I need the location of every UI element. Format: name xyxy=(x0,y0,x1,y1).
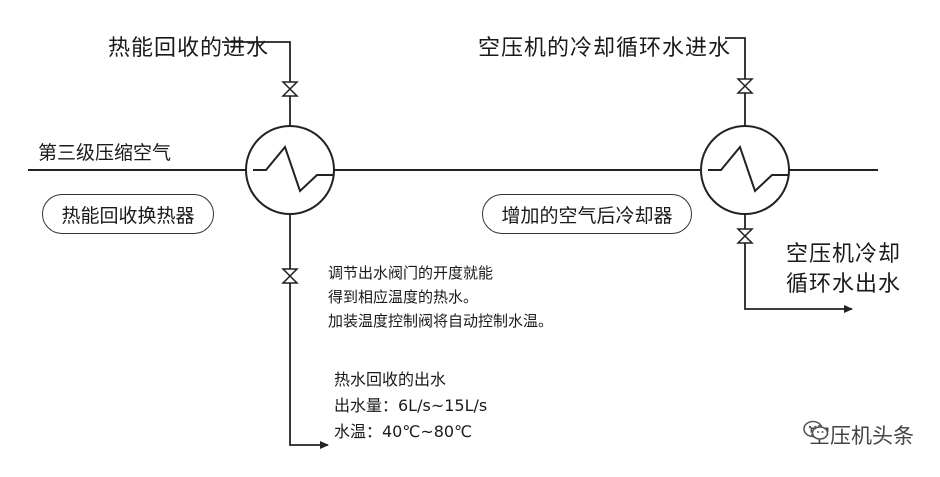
cooler-outlet-label-2: 循环水出水 xyxy=(786,272,902,297)
cooler-inlet-pipe xyxy=(725,37,746,126)
hr-exchanger-label: 热能回收换热器 xyxy=(42,194,214,234)
hr-outlet-valve xyxy=(281,268,299,284)
cooler-outlet-valve xyxy=(736,228,754,244)
note-line-1: 调节出水阀门的开度就能 xyxy=(328,264,494,282)
hr-inlet-valve xyxy=(281,81,299,97)
cooler-outlet-pipe xyxy=(744,214,853,313)
water-temp-label: 水温：40℃~80℃ xyxy=(334,422,473,441)
air-in-label: 第三级压缩空气 xyxy=(38,142,172,164)
aftercooler-label: 增加的空气后冷却器 xyxy=(482,194,692,234)
cooler-inlet-label: 空压机的冷却循环水进水 xyxy=(478,36,732,61)
hr-inlet-pipe xyxy=(222,41,291,126)
hr-outlet-pipe xyxy=(289,214,329,449)
watermark: 空压机头条 xyxy=(803,420,914,450)
flow-rate-label: 出水量：6L/s~15L/s xyxy=(334,396,488,415)
note-line-3: 加装温度控制阀将自动控制水温。 xyxy=(328,312,554,330)
hot-water-title: 热水回收的出水 xyxy=(334,370,447,389)
hr-inlet-label: 热能回收的进水 xyxy=(108,36,270,61)
aftercooler-exchanger xyxy=(700,125,790,215)
cooler-inlet-valve xyxy=(736,78,754,94)
note-line-2: 得到相应温度的热水。 xyxy=(328,288,479,306)
hr-heat-exchanger xyxy=(245,125,335,215)
cooler-outlet-label-1: 空压机冷却 xyxy=(786,242,902,267)
